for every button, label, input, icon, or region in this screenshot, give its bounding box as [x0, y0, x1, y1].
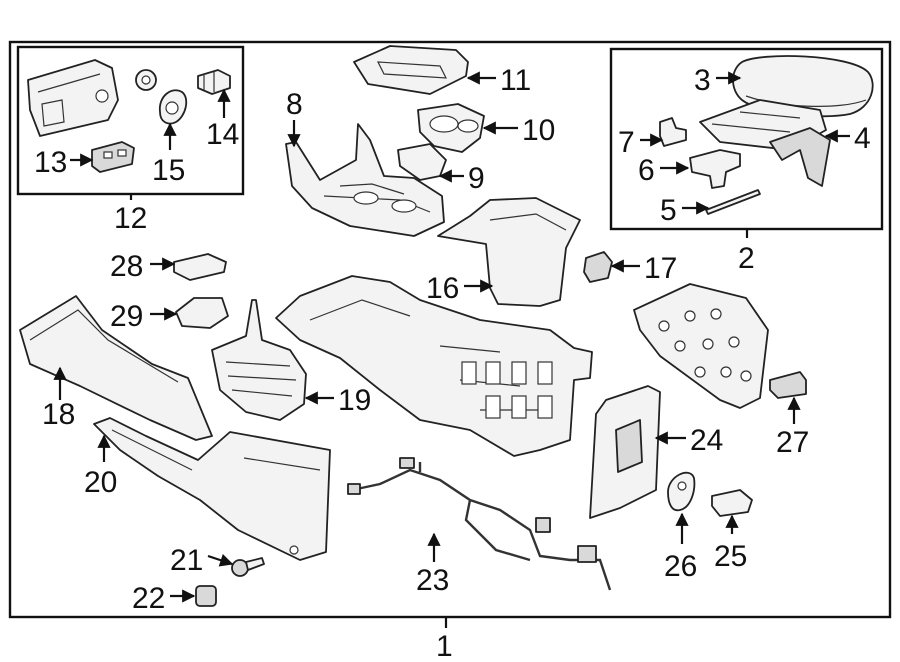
- callout-20: 20: [84, 466, 117, 499]
- part-5-rod: [705, 189, 761, 215]
- callout-3: 3: [694, 64, 711, 97]
- callout-14: 14: [206, 118, 239, 151]
- callout-22: 22: [132, 582, 165, 615]
- part-11-trim-plate: [353, 45, 469, 95]
- part-4-armrest-base: [699, 99, 831, 187]
- callout-11: 11: [500, 64, 531, 97]
- part-7-pin: [659, 117, 687, 147]
- callout-21: 21: [170, 544, 203, 577]
- callout-25: 25: [714, 540, 747, 573]
- callout-27: 27: [776, 426, 809, 459]
- callout-29: 29: [110, 300, 143, 333]
- callout-7: 7: [618, 126, 635, 159]
- callout-19: 19: [338, 384, 371, 417]
- callout-10: 10: [522, 114, 555, 147]
- part-29-bracket: [175, 297, 229, 329]
- part-10-cup-insert: [417, 103, 485, 153]
- callout-16: 16: [426, 272, 459, 305]
- part-17-switch: [583, 251, 613, 283]
- part-23-wire-harness: [347, 457, 612, 591]
- part-19-shifter: [211, 299, 307, 421]
- callout-1: 1: [436, 630, 453, 662]
- callout-labels: 1 2 3 4 5 6 7 8 9 10 11 12 13 14 15 16 1…: [34, 64, 871, 662]
- part-24-bezel: [589, 385, 661, 519]
- callout-6: 6: [638, 154, 655, 187]
- part-9-tray: [397, 143, 447, 181]
- callout-12: 12: [114, 202, 147, 235]
- callout-13: 13: [34, 146, 67, 179]
- callout-4: 4: [854, 122, 871, 155]
- callout-15: 15: [152, 154, 185, 187]
- callout-5: 5: [660, 194, 677, 227]
- part-26-button: [667, 471, 696, 512]
- part-1-console-frame: [275, 275, 593, 457]
- part-12-clip: [135, 69, 157, 91]
- part-21-screw: [231, 557, 265, 577]
- callout-2: 2: [738, 242, 755, 275]
- callout-8: 8: [286, 88, 303, 121]
- part-22-plug: [195, 585, 217, 607]
- part-27-clip: [769, 371, 807, 399]
- part-28-module: [173, 253, 227, 281]
- callout-26: 26: [664, 550, 697, 583]
- callout-17: 17: [644, 252, 677, 285]
- part-8-console-top: [285, 123, 445, 237]
- part-25-knob: [711, 489, 753, 517]
- main-frame: [8, 40, 892, 619]
- part-13-usb-port: [91, 141, 135, 173]
- callout-9: 9: [468, 162, 485, 195]
- callout-28: 28: [110, 250, 143, 283]
- part-6-latch: [689, 149, 741, 189]
- callout-18: 18: [42, 398, 75, 431]
- part-15-bezel: [159, 89, 188, 125]
- callout-23: 23: [416, 564, 449, 597]
- part-20-lower-panel: [93, 417, 331, 561]
- part-14-cap: [197, 69, 231, 95]
- part-12-bracket: [27, 59, 119, 137]
- callout-24: 24: [690, 424, 723, 457]
- part-right-panel: [633, 283, 769, 409]
- leader-lines: [53, 71, 850, 628]
